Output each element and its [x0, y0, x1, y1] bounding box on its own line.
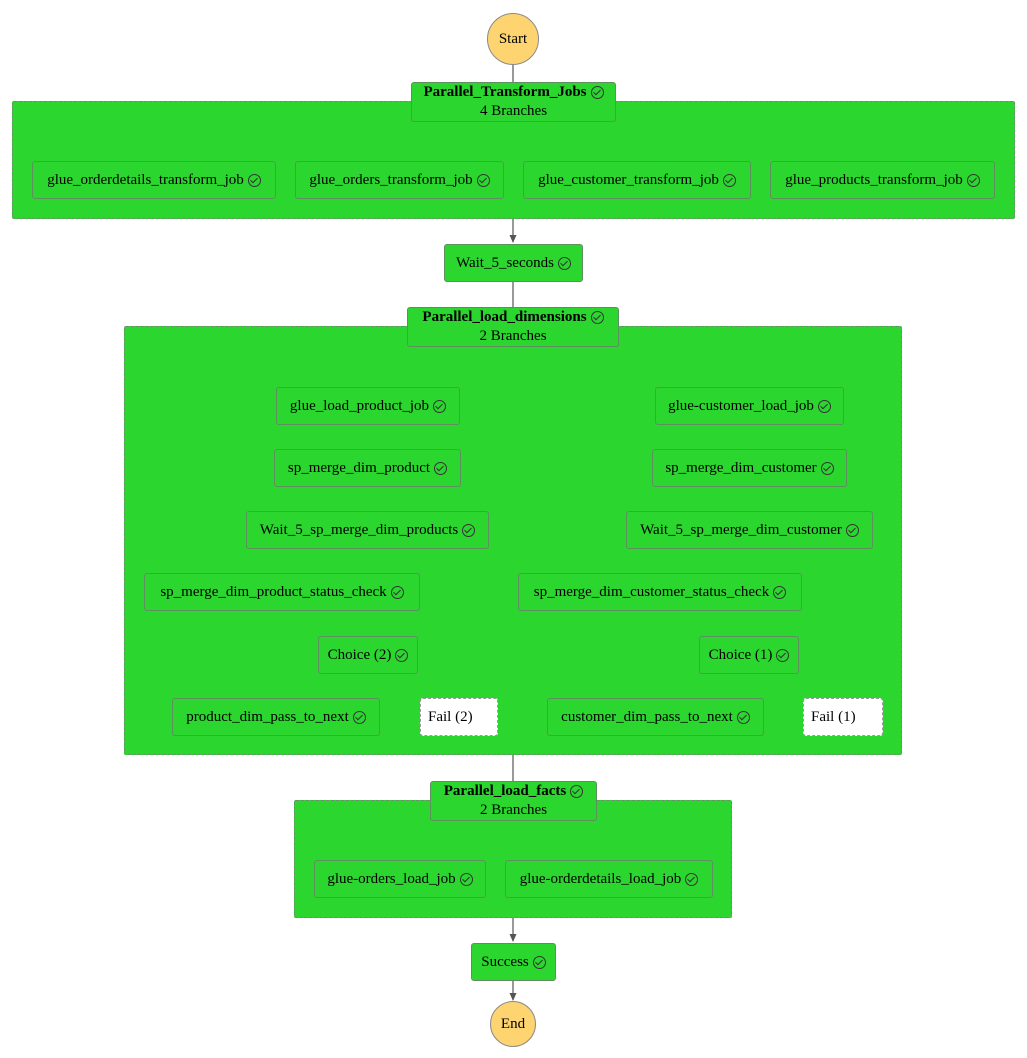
check-circle-icon: [459, 872, 473, 886]
check-circle-icon: [776, 648, 790, 662]
node-label: glue-orders_load_job: [327, 870, 456, 887]
glue-customer-transform-job-node[interactable]: glue_customer_transform_job: [523, 161, 751, 199]
node-label: customer_dim_pass_to_next: [561, 708, 733, 725]
check-circle-icon: [820, 461, 834, 475]
glue-orders-load-job-node[interactable]: glue-orders_load_job: [314, 860, 486, 898]
check-circle-icon: [352, 710, 366, 724]
sp-merge-dim-customer-status-check-node[interactable]: sp_merge_dim_customer_status_check: [518, 573, 802, 611]
success-node[interactable]: Success: [471, 943, 556, 981]
check-circle-icon: [462, 523, 476, 537]
node-label: Choice (1): [708, 646, 773, 663]
parallel-facts-title: Parallel_load_facts: [443, 783, 567, 799]
node-label: sp_merge_dim_product: [287, 459, 431, 476]
node-label: sp_merge_dim_product_status_check: [160, 583, 387, 600]
check-circle-icon: [590, 86, 604, 99]
parallel-transform-title: Parallel_Transform_Jobs: [423, 84, 587, 100]
node-label: glue_orderdetails_transform_job: [47, 171, 244, 188]
node-label: glue-orderdetails_load_job: [519, 870, 682, 887]
parallel-dimensions-branches: 2 Branches: [479, 328, 547, 344]
glue-orders-transform-job-node[interactable]: glue_orders_transform_job: [295, 161, 504, 199]
customer-dim-pass-to-next-node[interactable]: customer_dim_pass_to_next: [547, 698, 764, 736]
start-label: Start: [498, 30, 528, 47]
parallel-transform-branches: 4 Branches: [479, 103, 548, 119]
parallel-load-facts-node[interactable]: Parallel_load_facts 2 Branches: [430, 781, 597, 821]
check-circle-icon: [395, 648, 409, 662]
node-label: Success: [481, 953, 529, 970]
check-circle-icon: [685, 872, 699, 886]
parallel-load-dimensions-node[interactable]: Parallel_load_dimensions 2 Branches: [407, 307, 619, 347]
parallel-dimensions-title: Parallel_load_dimensions: [422, 309, 587, 325]
check-circle-icon: [736, 710, 750, 724]
end-node[interactable]: End: [490, 1001, 536, 1047]
node-label: glue_customer_transform_job: [538, 171, 719, 188]
end-label: End: [500, 1015, 526, 1032]
fail-2-node[interactable]: Fail (2): [420, 698, 498, 736]
check-circle-icon: [590, 311, 604, 324]
node-label: sp_merge_dim_customer_status_check: [533, 583, 770, 600]
node-label: glue-customer_load_job: [668, 397, 814, 414]
check-circle-icon: [433, 399, 447, 413]
glue-orderdetails-transform-job-node[interactable]: glue_orderdetails_transform_job: [32, 161, 276, 199]
check-circle-icon: [722, 173, 736, 187]
product-dim-pass-to-next-node[interactable]: product_dim_pass_to_next: [172, 698, 380, 736]
node-label: Wait_5_sp_merge_dim_products: [259, 521, 459, 538]
check-circle-icon: [845, 523, 859, 537]
check-circle-icon: [532, 955, 546, 969]
node-label: Fail (2): [428, 708, 473, 725]
sp-merge-dim-product-node[interactable]: sp_merge_dim_product: [274, 449, 461, 487]
node-label: sp_merge_dim_customer: [665, 459, 817, 476]
choice-2-node[interactable]: Choice (2): [318, 636, 418, 674]
glue-orderdetails-load-job-node[interactable]: glue-orderdetails_load_job: [505, 860, 713, 898]
check-circle-icon: [434, 461, 448, 475]
glue-customer-load-job-node[interactable]: glue-customer_load_job: [655, 387, 844, 425]
node-label: Wait_5_seconds: [456, 254, 554, 271]
parallel-facts-branches: 2 Branches: [479, 802, 548, 818]
wait-5-sp-merge-dim-customer-node[interactable]: Wait_5_sp_merge_dim_customer: [626, 511, 873, 549]
check-circle-icon: [557, 256, 571, 270]
node-label: Choice (2): [327, 646, 392, 663]
node-label: Wait_5_sp_merge_dim_customer: [640, 521, 842, 538]
wait-5-seconds-node[interactable]: Wait_5_seconds: [444, 244, 583, 282]
parallel-transform-jobs-node[interactable]: Parallel_Transform_Jobs 4 Branches: [411, 82, 616, 122]
check-circle-icon: [966, 173, 980, 187]
node-label: product_dim_pass_to_next: [186, 708, 349, 725]
node-label: Fail (1): [811, 708, 856, 725]
sp-merge-dim-product-status-check-node[interactable]: sp_merge_dim_product_status_check: [144, 573, 420, 611]
check-circle-icon: [247, 173, 261, 187]
wait-5-sp-merge-dim-products-node[interactable]: Wait_5_sp_merge_dim_products: [246, 511, 489, 549]
check-circle-icon: [390, 585, 404, 599]
glue-products-transform-job-node[interactable]: glue_products_transform_job: [770, 161, 995, 199]
start-node[interactable]: Start: [487, 13, 539, 65]
glue-load-product-job-node[interactable]: glue_load_product_job: [276, 387, 460, 425]
check-circle-icon: [476, 173, 490, 187]
check-circle-icon: [570, 785, 584, 798]
node-label: glue_orders_transform_job: [309, 171, 473, 188]
sp-merge-dim-customer-node[interactable]: sp_merge_dim_customer: [652, 449, 847, 487]
node-label: glue_products_transform_job: [785, 171, 963, 188]
node-label: glue_load_product_job: [289, 397, 430, 414]
check-circle-icon: [817, 399, 831, 413]
choice-1-node[interactable]: Choice (1): [699, 636, 799, 674]
fail-1-node[interactable]: Fail (1): [803, 698, 883, 736]
check-circle-icon: [773, 585, 787, 599]
